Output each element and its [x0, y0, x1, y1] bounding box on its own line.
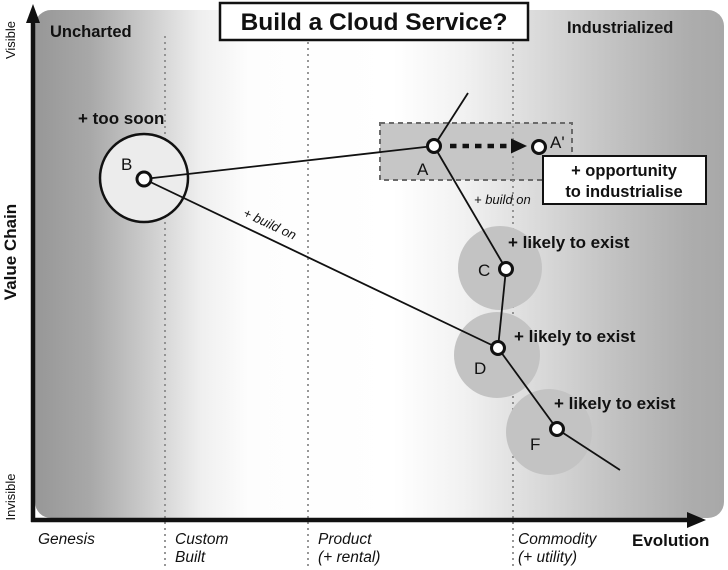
stage-custom-line1: Custom [175, 531, 228, 548]
y-axis-label: Value Chain [1, 204, 20, 300]
node-f [549, 421, 565, 437]
halo-f [506, 389, 592, 475]
edge-a-c [433, 145, 507, 270]
stage-genesis-line1: Genesis [38, 531, 95, 548]
title-box [218, 1, 530, 42]
node-c-label: C [478, 261, 490, 280]
opportunity-line1: + opportunity [571, 162, 678, 180]
x-axis-arrow-icon [687, 512, 706, 528]
too-soon-label: + too soon [78, 109, 164, 128]
node-f-label: F [530, 435, 540, 454]
likely-c-label: + likely to exist [508, 233, 630, 252]
stage-product-line1: Product [318, 531, 372, 548]
likely-d-label: + likely to exist [514, 327, 636, 346]
edge-b-d [143, 178, 499, 349]
edge-d-f [497, 347, 558, 430]
stage-custom-line2: Built [175, 549, 206, 566]
node-c [498, 261, 514, 277]
node-d [490, 340, 506, 356]
node-a-prime [531, 139, 547, 155]
edge-f-down [556, 428, 621, 471]
stage-commodity-line1: Commodity [518, 531, 598, 548]
edge-a-up [433, 92, 469, 147]
map-background [35, 10, 724, 518]
region-industrialized-label: Industrialized [567, 19, 673, 37]
movement-arrowhead-icon [511, 138, 527, 154]
y-axis-arrow-icon [26, 4, 40, 23]
node-b [135, 170, 153, 188]
node-a [426, 138, 442, 154]
build-on-upper-label: + build on [474, 192, 531, 207]
edge-b-a [143, 145, 435, 180]
page-title: Build a Cloud Service? [241, 9, 508, 36]
node-b-label: B [121, 155, 132, 174]
stage-commodity-line2: (+ utility) [518, 549, 577, 566]
node-a-prime-label: A' [550, 133, 565, 152]
opportunity-box [542, 155, 707, 205]
node-d-label: D [474, 359, 486, 378]
region-uncharted-label: Uncharted [50, 23, 132, 41]
likely-f-label: + likely to exist [554, 394, 676, 413]
node-a-label: A [417, 160, 429, 179]
y-axis-top-label: Visible [3, 21, 18, 59]
stage-product-line2: (+ rental) [318, 549, 380, 566]
x-axis-label: Evolution [632, 531, 709, 550]
y-axis-bottom-label: Invisible [3, 474, 18, 521]
edges [143, 92, 621, 471]
edge-c-d [497, 268, 507, 349]
opportunity-line2: to industrialise [565, 183, 682, 201]
